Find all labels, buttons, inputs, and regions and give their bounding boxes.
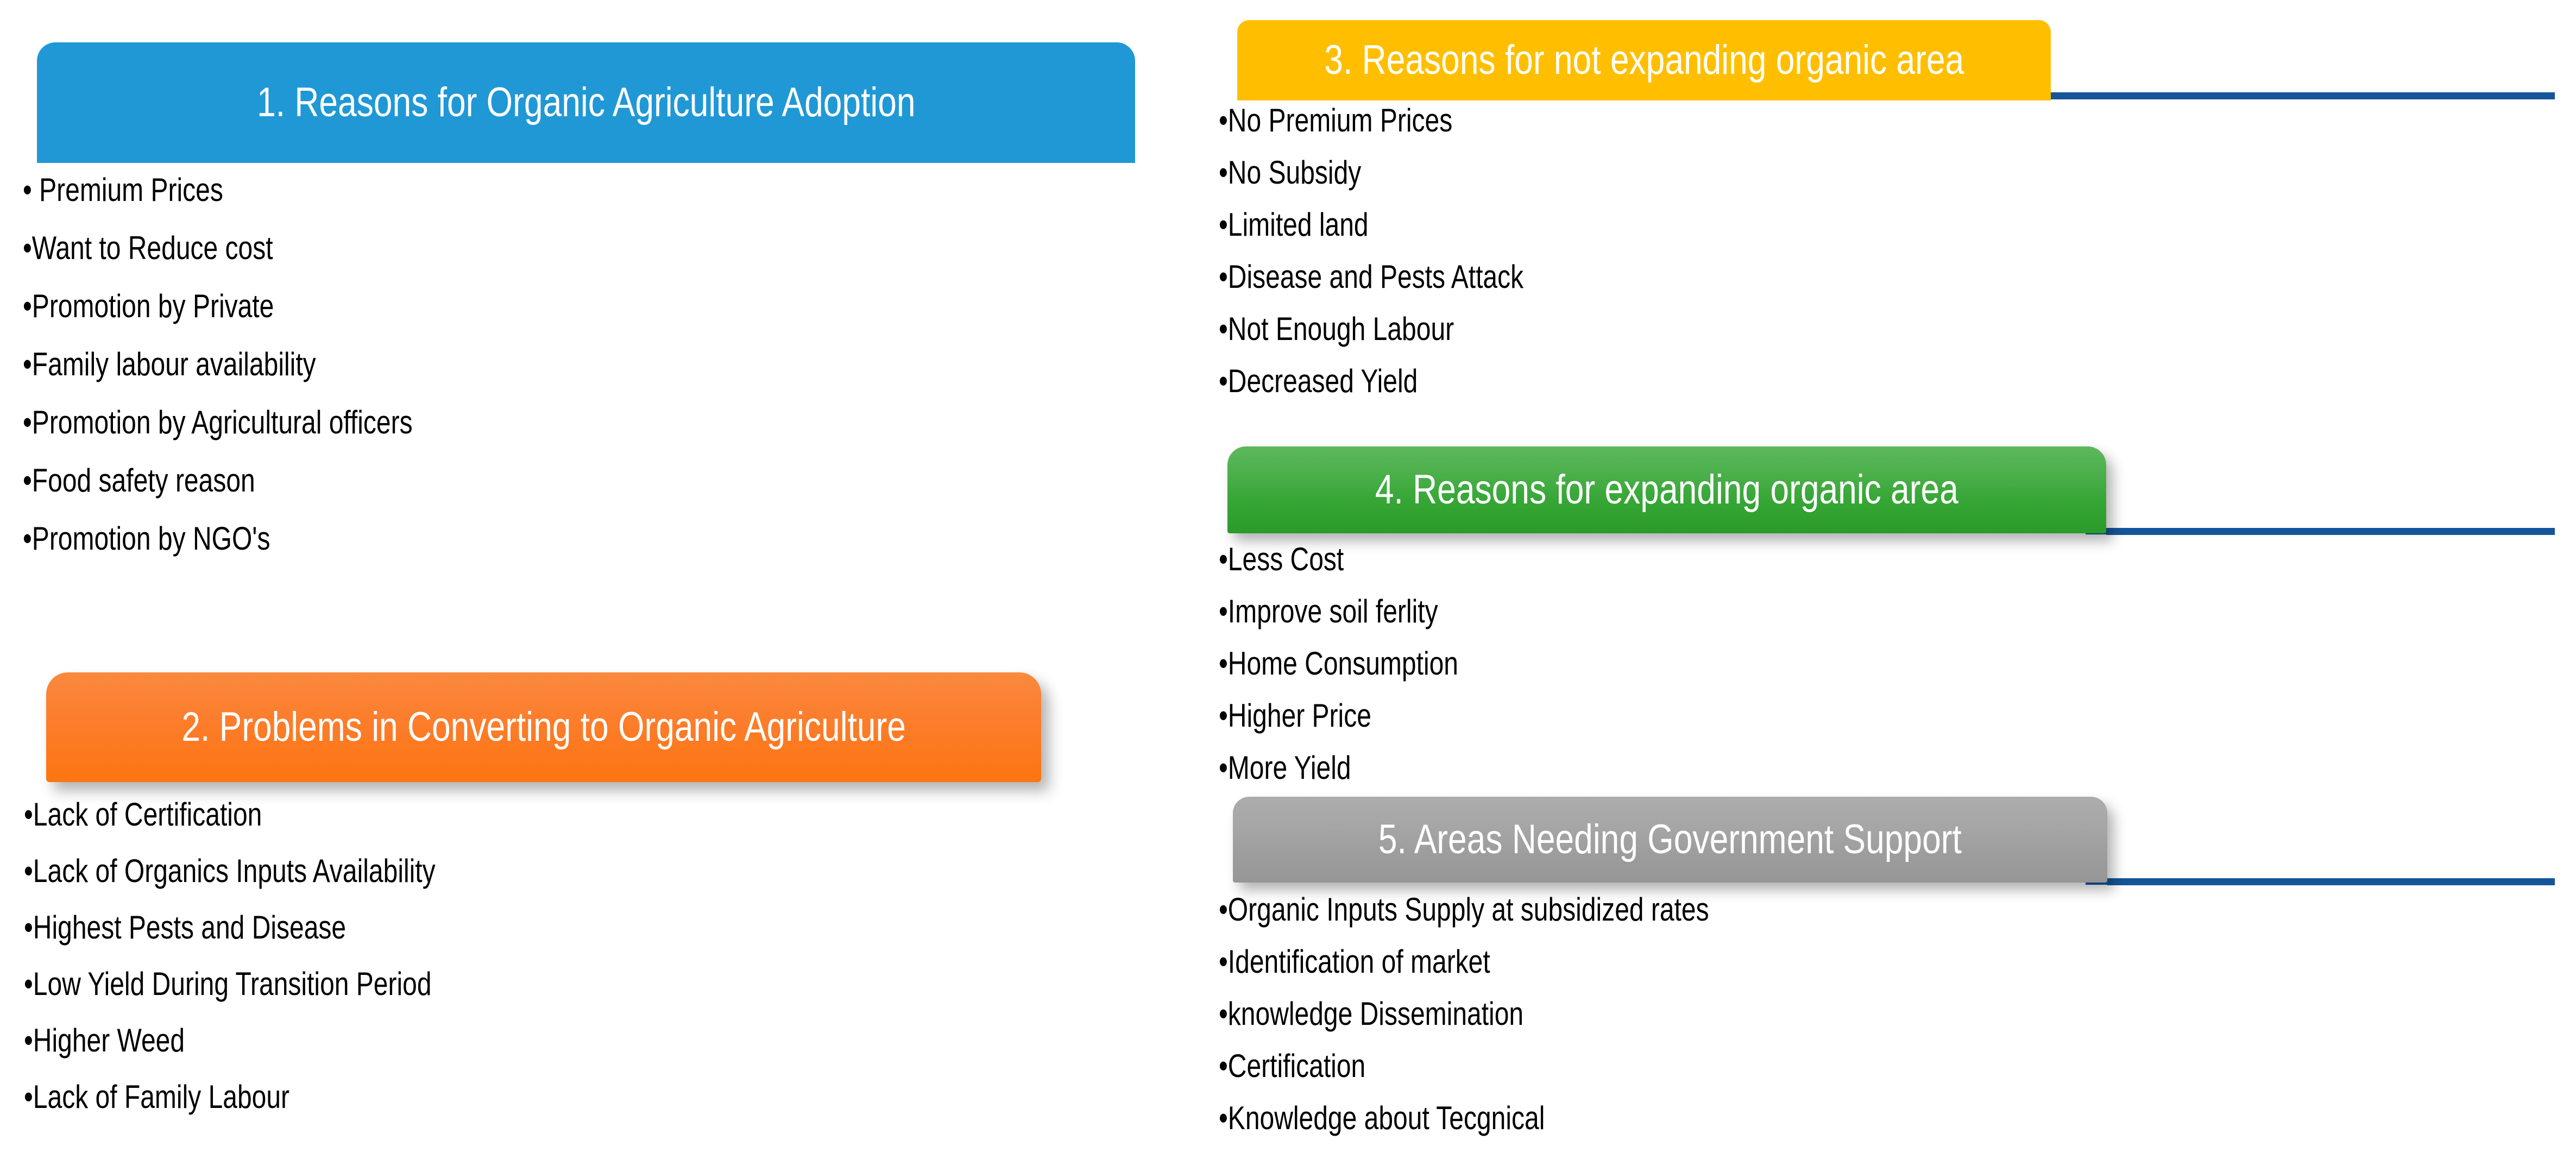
section-1-bullet-list: • Premium Prices •Want to Reduce cost •P… [23, 174, 510, 581]
section-2-heading-text: 2. Problems in Converting to Organic Agr… [181, 704, 906, 750]
list-item: •Lack of Family Labour [24, 1079, 290, 1115]
list-item: •Higher Price [1219, 697, 1371, 734]
section-3-bullet-list: •No Premium Prices •No Subsidy •Limited … [1219, 104, 1599, 417]
section-5-bullet-list: •Organic Inputs Supply at subsidized rat… [1219, 893, 1831, 1154]
list-item: •Certification [1219, 1048, 1366, 1084]
section-4-header-banner: 4. Reasons for expanding organic area [1227, 446, 2106, 533]
list-item: •Organic Inputs Supply at subsidized rat… [1219, 891, 1709, 928]
list-item: •Higher Weed [24, 1022, 185, 1059]
list-item: •Family labour availability [23, 346, 316, 382]
list-item: •No Subsidy [1219, 154, 1362, 191]
list-item: •Not Enough Labour [1219, 311, 1454, 347]
section-5-heading-text: 5. Areas Needing Government Support [1378, 816, 1962, 862]
list-item: •No Premium Prices [1219, 102, 1453, 138]
section-5-header-banner: 5. Areas Needing Government Support [1233, 797, 2107, 883]
list-item: •Want to Reduce cost [23, 230, 273, 266]
section-2-header-banner: 2. Problems in Converting to Organic Agr… [46, 672, 1041, 782]
list-item: •Promotion by Agricultural officers [23, 404, 413, 440]
section-3-header-banner: 3. Reasons for not expanding organic are… [1237, 20, 2051, 100]
section-1-header-banner: 1. Reasons for Organic Agriculture Adopt… [37, 42, 1135, 163]
list-item: •More Yield [1219, 749, 1351, 786]
section-3-accent-rule [2051, 92, 2555, 99]
section-4-heading-text: 4. Reasons for expanding organic area [1375, 467, 1958, 513]
section-2-bullet-list: •Lack of Certification •Lack of Organics… [24, 798, 538, 1137]
list-item: •Identification of market [1219, 943, 1490, 980]
list-item: •knowledge Dissemination [1219, 996, 1524, 1032]
section-3-heading-text: 3. Reasons for not expanding organic are… [1324, 37, 1964, 83]
section-1-heading-text: 1. Reasons for Organic Agriculture Adopt… [256, 79, 916, 125]
list-item: •Food safety reason [23, 462, 255, 499]
list-item: •Lack of Certification [24, 796, 262, 833]
section-5-accent-rule [2107, 878, 2555, 885]
list-item: •Promotion by NGO's [23, 520, 270, 557]
list-item: •Lack of Organics Inputs Availability [24, 853, 436, 889]
list-item: •Low Yield During Transition Period [24, 966, 432, 1002]
section-4-bullet-list: •Less Cost •Improve soil ferlity •Home C… [1219, 543, 1518, 804]
list-item: •Less Cost [1219, 541, 1344, 577]
list-item: •Highest Pests and Disease [24, 909, 347, 946]
list-item: •Knowledge about Tecgnical [1219, 1100, 1545, 1136]
list-item: •Disease and Pests Attack [1219, 259, 1524, 295]
section-4-accent-rule [2106, 528, 2555, 535]
list-item: •Promotion by Private [23, 288, 274, 324]
list-item: •Decreased Yield [1219, 363, 1418, 399]
list-item: •Limited land [1219, 206, 1369, 243]
list-item: •Improve soil ferlity [1219, 593, 1438, 629]
list-item: • Premium Prices [23, 172, 223, 208]
list-item: •Home Consumption [1219, 645, 1458, 682]
